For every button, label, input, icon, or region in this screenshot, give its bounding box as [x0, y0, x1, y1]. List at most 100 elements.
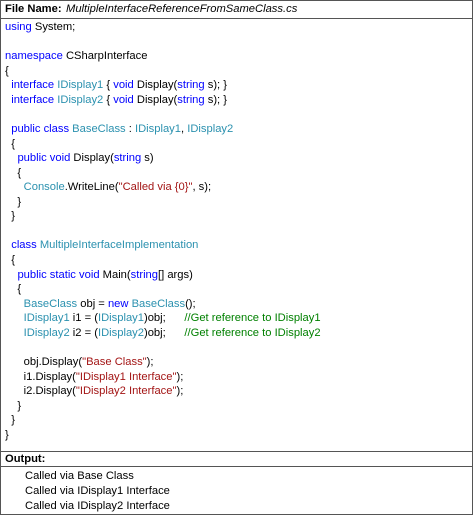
code-token: string — [130, 269, 158, 281]
code-token: , s); — [192, 181, 212, 193]
code-line: i2.Display("IDisplay2 Interface"); — [5, 384, 184, 398]
code-token: { — [5, 254, 15, 266]
code-token: s); } — [204, 94, 228, 106]
output-divider-lower — [1, 466, 472, 467]
code-token: i1 = ( — [69, 312, 98, 324]
code-line: } — [5, 399, 21, 413]
code-token — [5, 181, 24, 193]
code-token: CSharpInterface — [62, 50, 148, 62]
output-line: Called via Base Class — [25, 470, 134, 482]
code-line: interface IDisplay2 { void Display(strin… — [5, 93, 227, 107]
code-token: Display( — [70, 152, 114, 164]
code-token: BaseClass — [23, 298, 78, 310]
code-token: "Base Class" — [82, 356, 147, 368]
code-token: { — [103, 94, 114, 106]
code-token: class — [11, 239, 37, 251]
code-token: Display( — [133, 94, 178, 106]
code-token: { — [5, 65, 9, 77]
code-line: { — [5, 282, 21, 296]
code-token: } — [5, 196, 22, 208]
code-token: , — [181, 123, 188, 135]
code-token: { — [5, 167, 22, 179]
code-line: IDisplay2 i2 = (IDisplay2)obj; //Get ref… — [5, 326, 321, 340]
code-token: "Called via {0}" — [118, 181, 193, 193]
code-token: using — [5, 21, 32, 33]
code-token: } — [5, 210, 15, 222]
code-line: obj.Display("Base Class"); — [5, 355, 154, 369]
code-token: Main( — [99, 269, 131, 281]
code-token — [5, 152, 17, 164]
code-token: .WriteLine( — [64, 181, 119, 193]
code-line: BaseClass obj = new BaseClass(); — [5, 297, 196, 311]
code-token: void — [49, 152, 71, 164]
code-token: { — [5, 138, 15, 150]
code-token: void — [79, 269, 100, 281]
code-token: s); } — [204, 79, 228, 91]
code-token: IDisplay2 — [57, 94, 104, 106]
code-token: BaseClass — [72, 123, 126, 135]
code-token — [5, 312, 24, 324]
code-token: string — [177, 79, 205, 91]
code-token: //Get reference to IDisplay2 — [184, 327, 321, 339]
code-line: { — [5, 166, 21, 180]
code-token: obj.Display( — [5, 356, 83, 368]
code-line: { — [5, 137, 15, 151]
code-token: "IDisplay2 Interface" — [75, 385, 177, 397]
file-name: MultipleInterfaceReferenceFromSameClass.… — [66, 3, 298, 15]
code-token: //Get reference to IDisplay1 — [184, 312, 321, 324]
code-line: Console.WriteLine("Called via {0}", s); — [5, 180, 211, 194]
code-token: interface — [11, 94, 55, 106]
code-token: static — [49, 269, 76, 281]
code-line: } — [5, 209, 15, 223]
code-token: IDisplay2 — [23, 327, 70, 339]
code-token: { — [5, 283, 22, 295]
code-token: "IDisplay1 Interface" — [75, 371, 177, 383]
output-line: Called via IDisplay2 Interface — [25, 500, 170, 512]
code-token: } — [5, 400, 22, 412]
code-token: IDisplay1 — [134, 123, 181, 135]
code-token: IDisplay1 — [57, 79, 104, 91]
code-token: string — [177, 94, 205, 106]
code-token: } — [5, 414, 15, 426]
code-token: obj = — [77, 298, 108, 310]
code-token: new — [107, 298, 129, 310]
code-token: Display( — [133, 79, 178, 91]
code-token: ); — [176, 371, 184, 383]
code-token: : — [125, 123, 135, 135]
code-token: ); — [176, 385, 184, 397]
code-token: class — [43, 123, 70, 135]
code-token: namespace — [5, 50, 63, 62]
code-token: i2.Display( — [5, 385, 76, 397]
code-line: { — [5, 253, 15, 267]
output-line: Called via IDisplay1 Interface — [25, 485, 170, 497]
code-token: i1.Display( — [5, 371, 76, 383]
code-line: } — [5, 428, 9, 442]
code-line: public static void Main(string[] args) — [5, 268, 193, 282]
code-line: public class BaseClass : IDisplay1, IDis… — [5, 122, 233, 136]
code-line: IDisplay1 i1 = (IDisplay1)obj; //Get ref… — [5, 311, 321, 325]
code-token: interface — [11, 79, 55, 91]
code-token: IDisplay2 — [97, 327, 144, 339]
code-token: } — [5, 429, 9, 441]
code-token: i2 = ( — [69, 327, 98, 339]
code-token: [] args) — [158, 269, 193, 281]
code-token: s) — [141, 152, 154, 164]
file-name-label: File Name: — [5, 3, 62, 15]
code-token: )obj; — [143, 327, 185, 339]
code-token: MultipleInterfaceImplementation — [39, 239, 199, 251]
code-token: IDisplay1 — [23, 312, 70, 324]
output-label: Output: — [5, 453, 46, 465]
code-token: public — [17, 269, 47, 281]
code-line: { — [5, 64, 9, 78]
code-token: void — [113, 94, 134, 106]
code-token: public — [11, 123, 41, 135]
code-line: i1.Display("IDisplay1 Interface"); — [5, 370, 184, 384]
code-line: } — [5, 413, 15, 427]
code-token: IDisplay1 — [97, 312, 144, 324]
output-divider — [1, 451, 472, 452]
file-header: File Name: MultipleInterfaceReferenceFro… — [1, 1, 472, 19]
code-token: void — [113, 79, 134, 91]
code-token: (); — [185, 298, 196, 310]
code-line: } — [5, 195, 21, 209]
